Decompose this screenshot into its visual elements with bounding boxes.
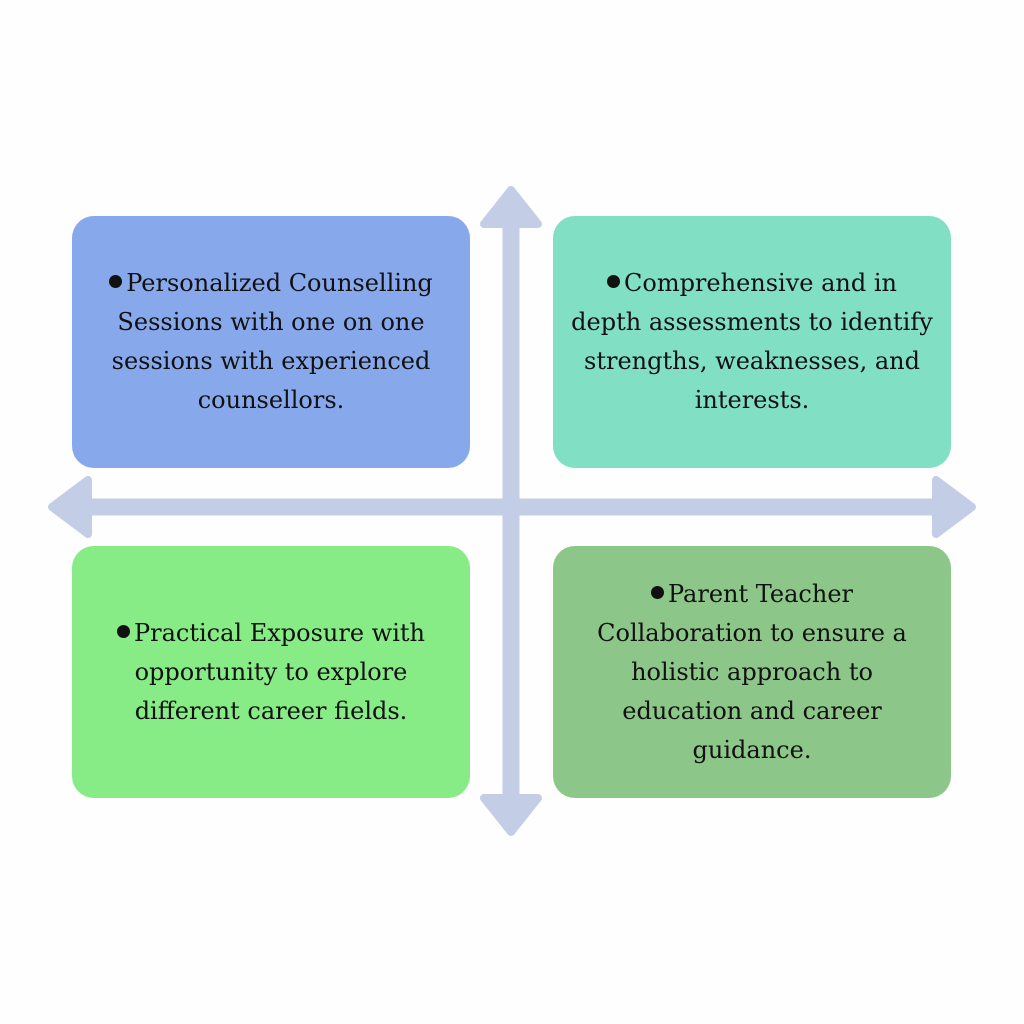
quadrant-top-right-label: Comprehensive and in depth assessments t… <box>571 269 933 414</box>
quadrant-bottom-right-label: Parent Teacher Collaboration to ensure a… <box>597 579 907 764</box>
quadrant-top-left-text: Personalized Counselling Sessions with o… <box>90 264 452 420</box>
bullet-icon <box>116 624 130 638</box>
bullet-icon <box>607 275 620 288</box>
quadrant-top-right-text: Comprehensive and in depth assessments t… <box>571 264 933 420</box>
quadrant-bottom-right: Parent Teacher Collaboration to ensure a… <box>553 546 951 798</box>
arrow-right-icon <box>932 476 976 538</box>
quadrant-top-right: Comprehensive and in depth assessments t… <box>553 216 951 468</box>
arrow-down-icon <box>480 794 542 836</box>
quadrant-bottom-left: Practical Exposure with opportunity to e… <box>72 546 470 798</box>
quadrant-bottom-right-text: Parent Teacher Collaboration to ensure a… <box>571 575 933 770</box>
quadrant-top-left: Personalized Counselling Sessions with o… <box>72 216 470 468</box>
arrow-left-icon <box>48 476 92 538</box>
arrow-up-icon <box>480 186 542 228</box>
bullet-icon <box>109 275 123 288</box>
quadrant-top-left-label: Personalized Counselling Sessions with o… <box>111 269 433 414</box>
horizontal-axis <box>48 476 976 538</box>
quadrant-bottom-left-label: Practical Exposure with opportunity to e… <box>133 618 425 725</box>
quadrant-bottom-left-text: Practical Exposure with opportunity to e… <box>90 614 452 731</box>
bullet-icon <box>650 585 664 599</box>
